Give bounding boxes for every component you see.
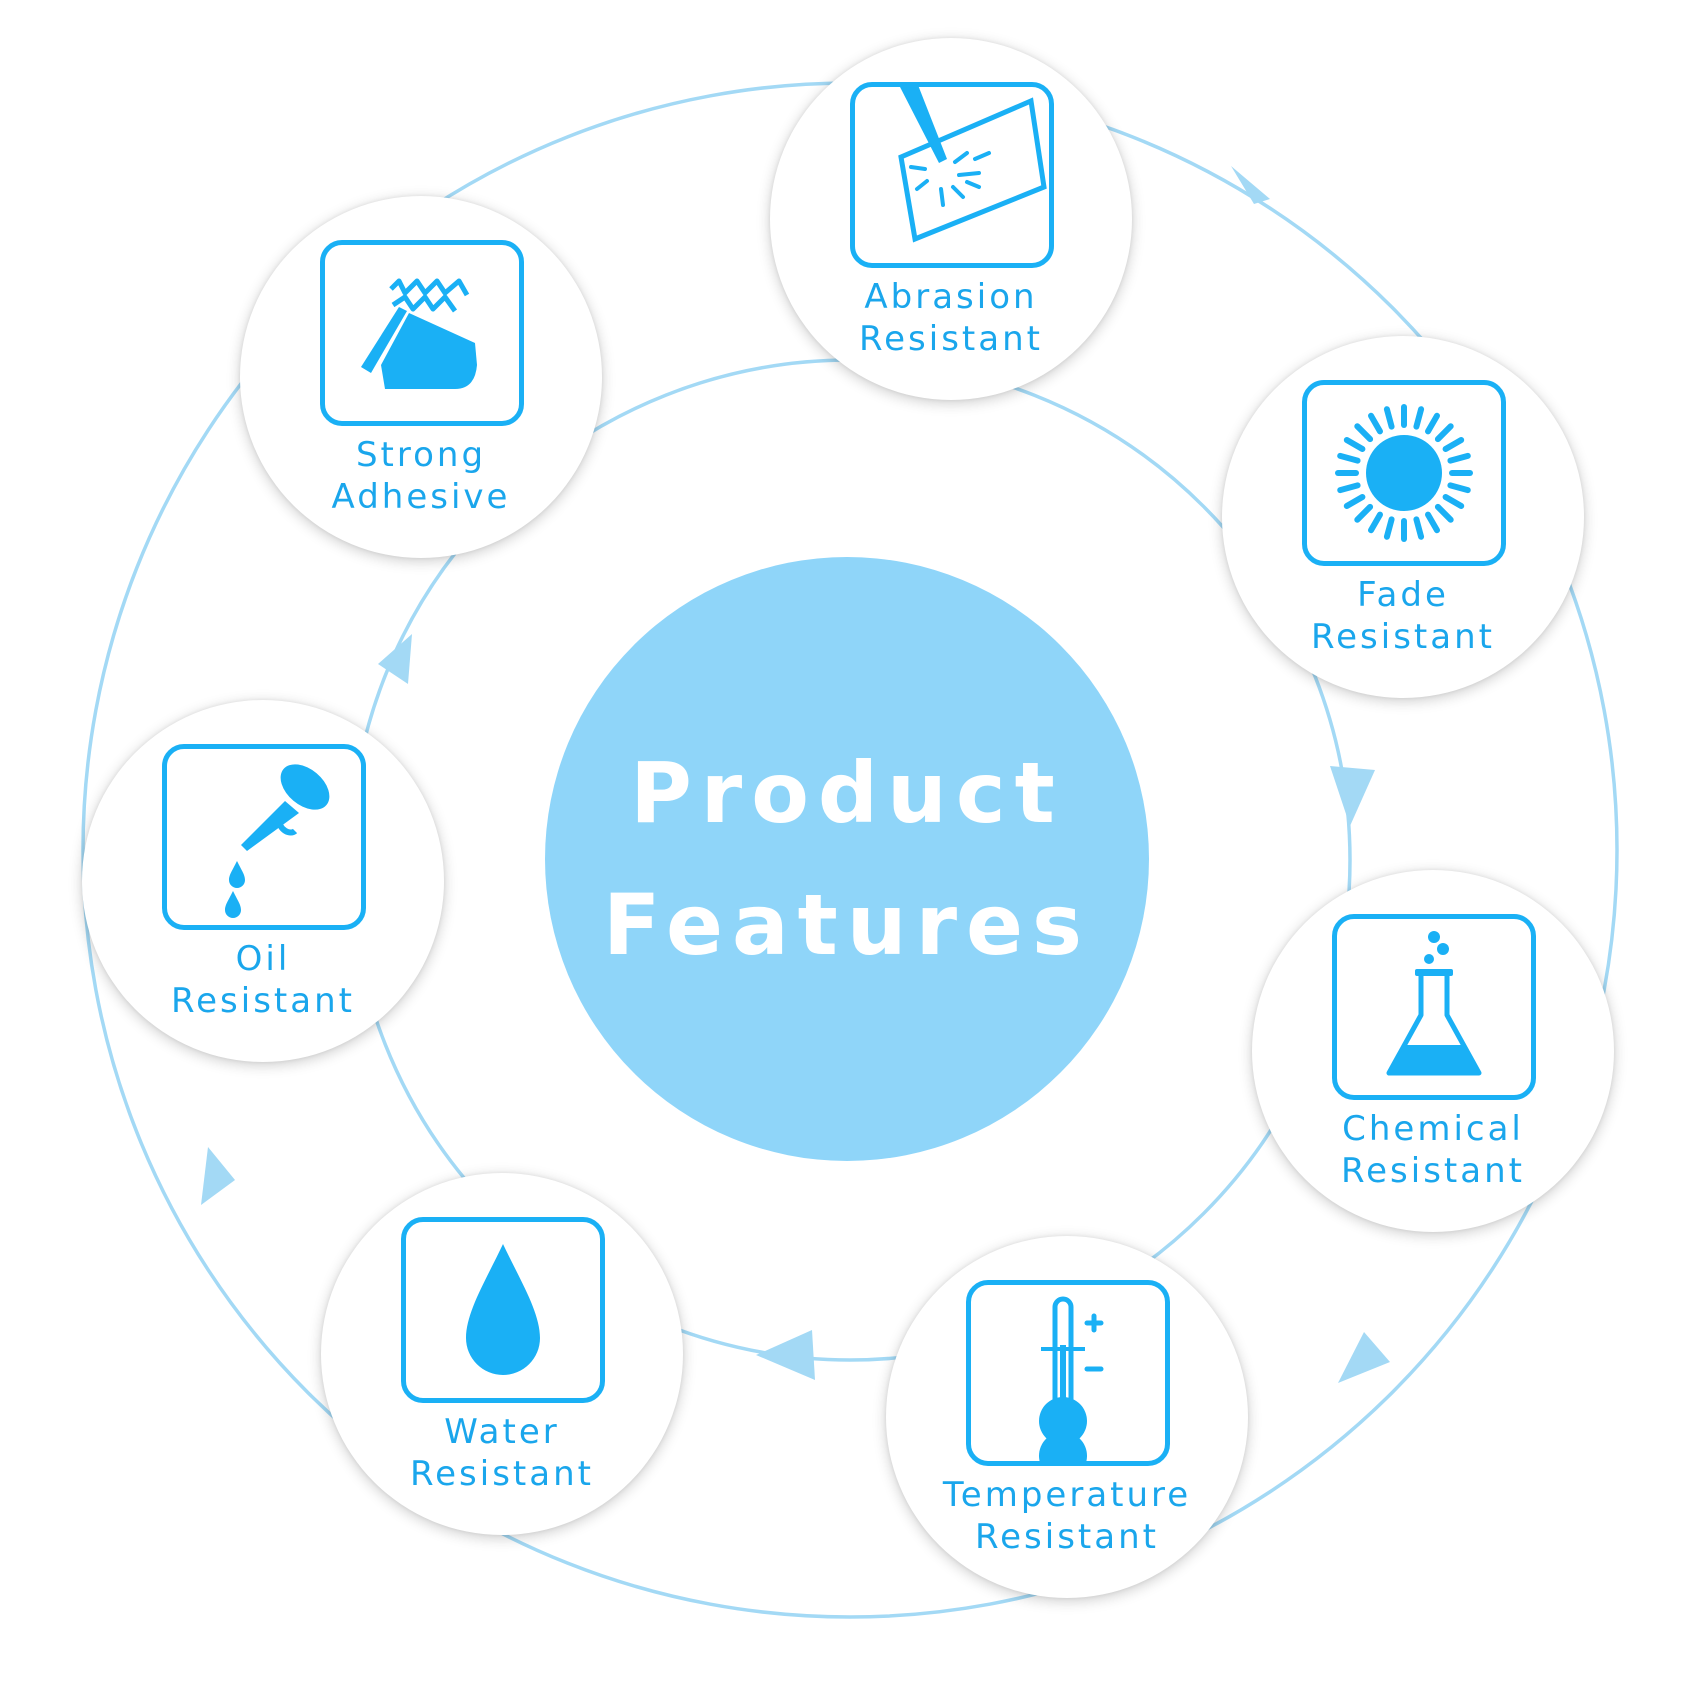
arrow-head-5 bbox=[201, 1147, 235, 1205]
feature-label: Temperature Resistant bbox=[942, 1475, 1192, 1557]
center-title-line-1: Product bbox=[630, 744, 1064, 842]
feature-label: Abrasion Resistant bbox=[859, 277, 1043, 359]
feature-label: Water Resistant bbox=[410, 1412, 594, 1494]
sun-icon bbox=[1302, 380, 1506, 566]
feature-label: Strong Adhesive bbox=[331, 435, 511, 517]
abrasion-icon bbox=[850, 82, 1054, 268]
feature-label: Oil Resistant bbox=[171, 939, 355, 1021]
arrow-head-4 bbox=[756, 1330, 815, 1380]
feature-water-resistant: Water Resistant bbox=[321, 1173, 683, 1535]
thermometer-icon bbox=[966, 1280, 1170, 1466]
product-features-circle: Product Features bbox=[545, 557, 1149, 1161]
feature-chemical-resistant: Chemical Resistant bbox=[1252, 870, 1614, 1232]
flask-icon bbox=[1332, 914, 1536, 1100]
adhesive-icon bbox=[320, 240, 524, 426]
feature-strong-adhesive: Strong Adhesive bbox=[240, 196, 602, 558]
arrow-head-1 bbox=[1231, 166, 1270, 204]
center-title-line-2: Features bbox=[603, 876, 1091, 974]
feature-fade-resistant: Fade Resistant bbox=[1222, 336, 1584, 698]
feature-label: Fade Resistant bbox=[1311, 575, 1495, 657]
feature-oil-resistant: Oil Resistant bbox=[82, 700, 444, 1062]
arrow-head-3 bbox=[1338, 1332, 1390, 1383]
arrow-head-6 bbox=[378, 634, 412, 684]
water-drop-icon bbox=[401, 1217, 605, 1403]
feature-temperature-resistant: Temperature Resistant bbox=[886, 1236, 1248, 1598]
feature-label: Chemical Resistant bbox=[1341, 1109, 1525, 1191]
feature-abrasion-resistant: Abrasion Resistant bbox=[770, 38, 1132, 400]
arrow-head-2 bbox=[1330, 766, 1375, 826]
oil-can-icon bbox=[162, 744, 366, 930]
